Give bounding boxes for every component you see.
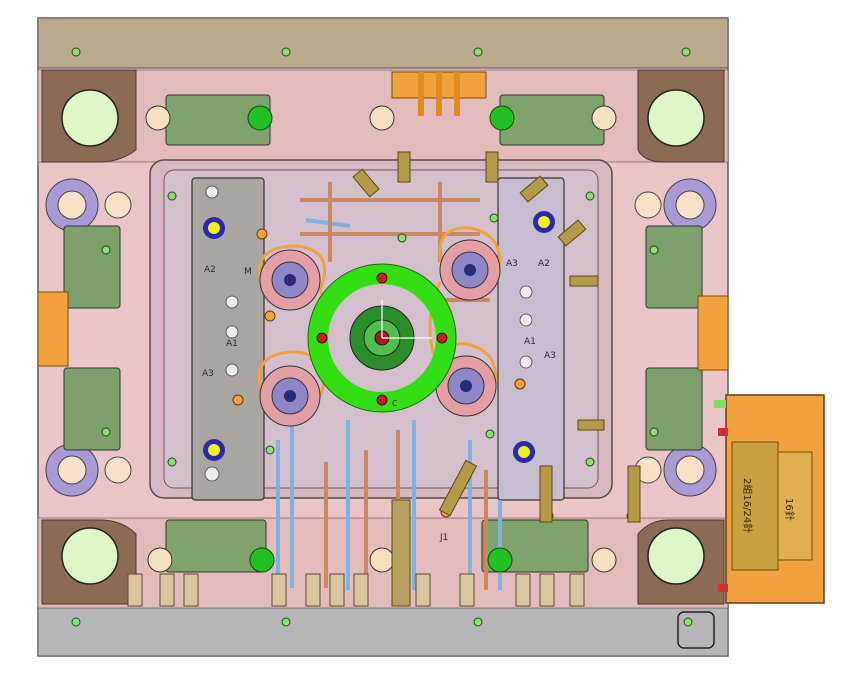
- connector-pin-2: [436, 72, 442, 116]
- socket-screws: [145, 105, 617, 573]
- locating-ring-edge-outer: [307, 263, 457, 413]
- connector-tab-bottom: [718, 584, 728, 592]
- label-a3-right2: A3: [544, 351, 556, 361]
- connector-tab-top: [718, 428, 728, 436]
- label-a3-left: A3: [202, 369, 214, 379]
- angled-bars: [352, 151, 641, 523]
- connector-pin-1: [418, 72, 424, 116]
- insert-pins: [204, 185, 533, 482]
- guide-pillar-bl: [61, 527, 119, 585]
- side-ring-l2-inner: [57, 455, 87, 485]
- connector-latch: [777, 451, 813, 561]
- left-insert-plate: [191, 177, 265, 501]
- side-bushing-l2: [104, 456, 132, 484]
- right-insert-plate: [497, 177, 565, 501]
- small-screws: [71, 47, 691, 627]
- connector-label-main: 2組16/24針: [741, 478, 754, 533]
- bottom-slot-strip: [391, 499, 411, 607]
- label-a2-right: A2: [538, 259, 550, 269]
- green-bolts: [247, 105, 515, 573]
- ejector-pins: [203, 211, 555, 463]
- bottom-fittings: [127, 573, 585, 607]
- cooling-lines-blue: [276, 218, 502, 590]
- label-m-left: M: [244, 267, 252, 277]
- side-ring-l1-inner: [57, 190, 87, 220]
- label-a1-left: A1: [226, 339, 238, 349]
- guide-pillar-tr: [647, 89, 705, 147]
- top-green-block-right: [499, 94, 605, 146]
- bottom-right-screw: [683, 617, 693, 627]
- side-lug-right: [697, 295, 729, 371]
- top-clamp-plate: [37, 17, 729, 69]
- bottom-green-block-left: [165, 519, 267, 573]
- label-a2-left: A2: [204, 265, 216, 275]
- side-ring-r2-inner: [675, 455, 705, 485]
- label-a3-right: A3: [506, 259, 518, 269]
- side-block-l1: [63, 225, 121, 309]
- side-block-l2: [63, 367, 121, 451]
- ring-screws: [316, 272, 448, 406]
- core-br: [435, 355, 497, 417]
- connector-label-side: 16針: [783, 498, 796, 521]
- side-bushing-l1: [104, 191, 132, 219]
- side-block-r1: [645, 225, 703, 309]
- guide-pillar-br: [647, 527, 705, 585]
- connector-pin-3: [454, 72, 460, 116]
- guide-pillar-tl: [61, 89, 119, 147]
- label-center-mark: C: [392, 399, 398, 408]
- side-lug-left: [37, 291, 69, 367]
- core-bl: [259, 365, 321, 427]
- label-a1-right: A1: [524, 337, 536, 347]
- label-j1: J1: [439, 533, 448, 543]
- side-bushing-r1: [634, 191, 662, 219]
- core-tr: [439, 239, 501, 301]
- bottom-right-square: [677, 611, 715, 649]
- connector-pin-top: [714, 400, 726, 408]
- connector-label-plate: [731, 441, 779, 571]
- side-block-r2: [645, 367, 703, 451]
- side-ring-r1-inner: [675, 190, 705, 220]
- bottom-clamp-plate: [37, 607, 729, 657]
- core-tl: [259, 249, 321, 311]
